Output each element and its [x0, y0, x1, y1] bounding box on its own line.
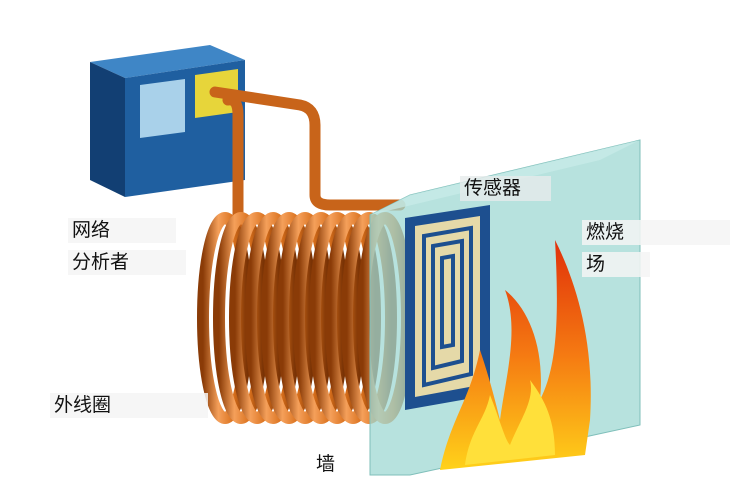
outer-coil [197, 212, 413, 424]
wall-label: 墙 [316, 453, 336, 475]
sensor-label: 传感器 [460, 176, 552, 201]
coil-lead-wires [209, 86, 406, 236]
sensor [405, 205, 490, 410]
analyzer-screen [140, 79, 185, 138]
flame [440, 240, 591, 470]
analyzer-label-line2: 分析者 [68, 250, 186, 275]
combustion-field-label-line1: 燃烧 [582, 220, 730, 245]
analyzer-label-line1: 网络 [68, 218, 176, 243]
outer-coil-label: 外线圈 [50, 393, 208, 418]
network-analyzer-box [90, 45, 245, 197]
combustion-field-label-line2: 场 [582, 252, 650, 277]
